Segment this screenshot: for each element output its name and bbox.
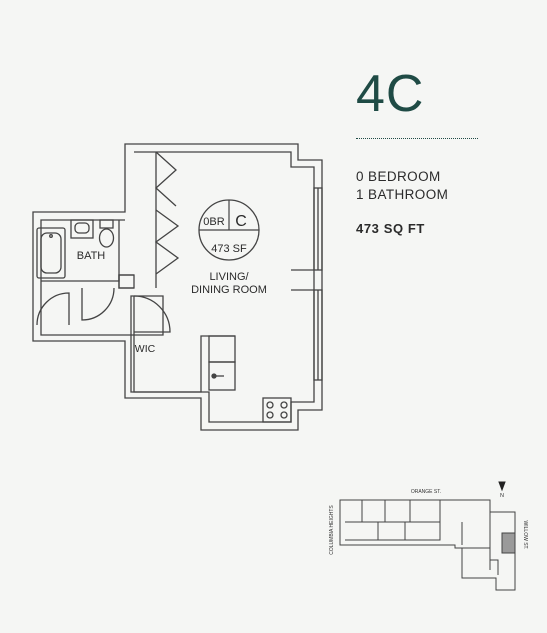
inner-wall (40, 151, 315, 423)
closet-bifold-upper (155, 151, 177, 207)
room-label-wic: WIC (135, 343, 156, 355)
bedroom-count: 0 BEDROOM (356, 169, 441, 184)
key-map (339, 481, 516, 591)
refrigerator (208, 335, 236, 363)
toilet (99, 219, 114, 229)
bath-door (81, 287, 115, 321)
unit-title: 4C (356, 65, 425, 123)
room-label-dining: DINING ROOM (191, 284, 267, 296)
north-label: N (500, 493, 504, 499)
sink (70, 219, 94, 239)
badge-type: C (235, 213, 247, 230)
wic-door (133, 295, 171, 333)
stove (262, 397, 292, 423)
north-arrow (498, 481, 506, 492)
bathtub (36, 227, 66, 279)
room-label-living: LIVING/ (209, 271, 249, 283)
room-label-bath: BATH (77, 250, 106, 262)
square-footage: 473 SQ FT (356, 221, 425, 236)
bathroom-count: 1 BATHROOM (356, 187, 449, 202)
street-label-willow: WILLOW ST. (522, 521, 528, 550)
closet-bifold-lower (154, 209, 180, 275)
kitchen-counter (208, 361, 236, 391)
unit-badge: 0BR C 473 SF (198, 199, 260, 261)
badge-area: 473 SF (211, 243, 247, 255)
outer-wall (32, 143, 323, 431)
bath-inner (118, 220, 134, 289)
unit-location-highlight (501, 532, 516, 554)
street-label-orange: ORANGE ST. (411, 489, 441, 495)
title-divider (356, 138, 478, 139)
entry-door (36, 292, 70, 326)
street-label-columbia: COLUMBIA HEIGHTS (329, 505, 335, 555)
badge-bedrooms: 0BR (203, 216, 224, 228)
